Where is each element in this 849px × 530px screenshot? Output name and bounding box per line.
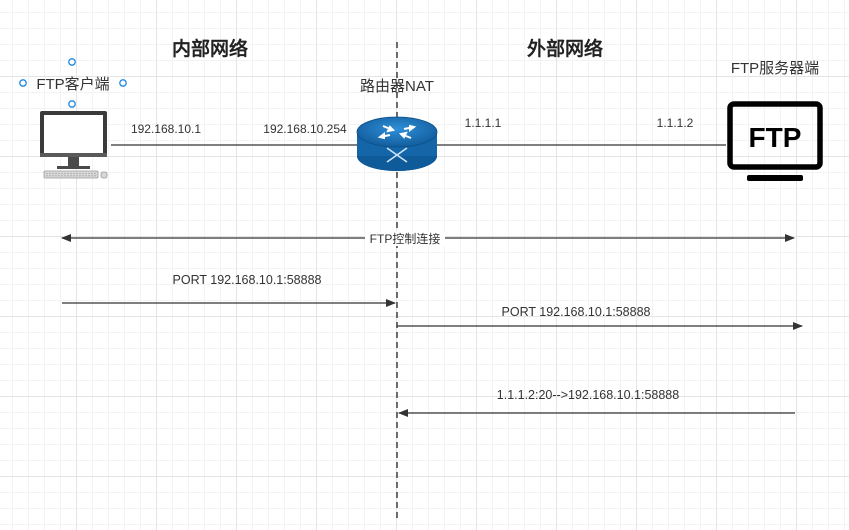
router-inner-ip-label: 192.168.10.254 bbox=[263, 122, 347, 136]
client-label[interactable]: FTP客户端 bbox=[36, 76, 109, 93]
client-selection-handles[interactable] bbox=[19, 58, 127, 108]
internal-network-title: 内部网络 bbox=[172, 37, 248, 60]
router-icon[interactable] bbox=[356, 116, 438, 171]
router-label: 路由器NAT bbox=[360, 78, 434, 95]
data-connection-label: 1.1.1.2:20-->192.168.10.1:58888 bbox=[497, 388, 679, 402]
desktop-computer-icon[interactable] bbox=[40, 111, 108, 179]
client-ip-label: 192.168.10.1 bbox=[131, 122, 201, 136]
ftp-control-label: FTP控制连接 bbox=[370, 231, 441, 246]
server-ip-label: 1.1.1.2 bbox=[657, 116, 694, 130]
port-forwarded-label: PORT 192.168.10.1:58888 bbox=[502, 305, 651, 319]
ftp-monitor-icon[interactable]: FTP bbox=[727, 101, 823, 181]
router-outer-ip-label: 1.1.1.1 bbox=[465, 116, 502, 130]
port-client-label: PORT 192.168.10.1:58888 bbox=[173, 273, 322, 287]
ftp-icon-text: FTP bbox=[749, 122, 802, 153]
external-network-title: 外部网络 bbox=[527, 37, 603, 60]
server-label: FTP服务器端 bbox=[731, 60, 819, 77]
ftp-control-label-bg bbox=[365, 231, 445, 246]
